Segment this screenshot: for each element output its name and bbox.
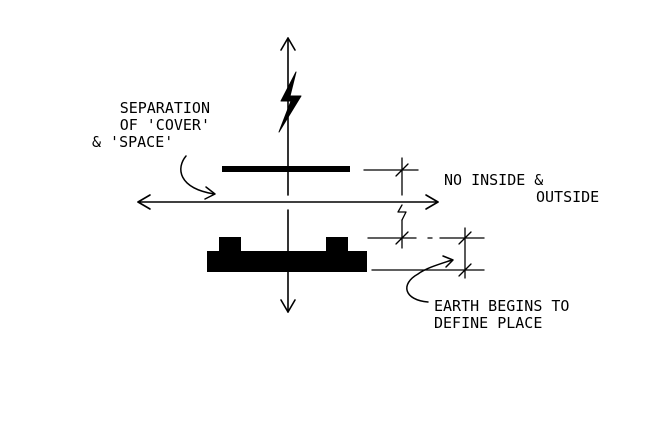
- dimension-marks-lower: [367, 227, 485, 279]
- leader-earth: [406, 259, 453, 303]
- note-earth-line-1: EARTH BEGINS TO: [434, 297, 570, 315]
- note-earth-line-2: DEFINE PLACE: [434, 314, 543, 332]
- note-separation: SEPARATION OF 'COVER' & 'SPACE': [78, 100, 210, 151]
- lightning-icon: [278, 71, 302, 133]
- note-separation-line-1: SEPARATION: [119, 99, 210, 117]
- note-separation-line-2: OF 'COVER': [119, 116, 210, 134]
- earth-platform: [207, 237, 367, 272]
- dimension-marks-upper: [363, 157, 419, 249]
- note-separation-line-3: & 'SPACE': [92, 133, 174, 151]
- note-earth: EARTH BEGINS TO DEFINE PLACE: [434, 298, 569, 332]
- note-inside-line-1: NO INSIDE &: [444, 171, 544, 189]
- cover-bar: [222, 166, 350, 172]
- leader-separation: [180, 155, 215, 195]
- note-inside-line-2: OUTSIDE: [536, 188, 600, 206]
- note-inside-outside: NO INSIDE & OUTSIDE: [444, 172, 599, 206]
- horizontal-axis: [137, 194, 439, 210]
